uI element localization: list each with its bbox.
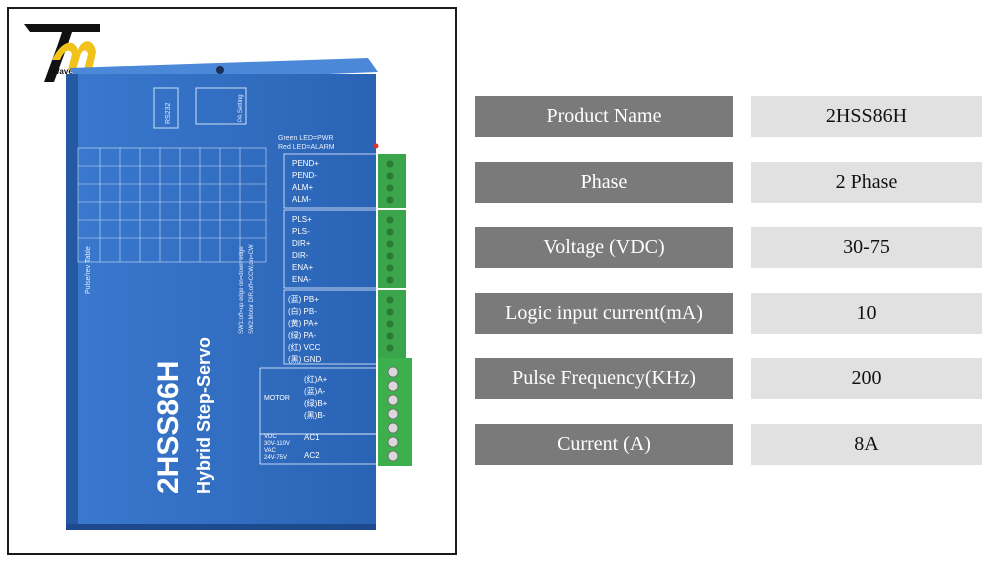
power-label-2: 30V-110V <box>264 441 290 447</box>
term-ena-plus: ENA+ <box>292 263 313 272</box>
term-pls-minus: PLS- <box>292 227 310 236</box>
term-gnd: (黑) GND <box>288 355 322 364</box>
term-vcc: (红) VCC <box>288 342 321 352</box>
spec-label: Logic input current(mA) <box>475 292 733 334</box>
term-b-plus: (绿)B+ <box>304 399 328 408</box>
spec-row-voltage: Voltage (VDC) 30-75 <box>475 227 984 268</box>
term-alm-minus: ALM- <box>292 195 311 204</box>
spec-value: 200 <box>751 358 982 399</box>
rs232-label: RS232 <box>165 102 172 124</box>
term-b-minus: (黑)B- <box>304 411 326 420</box>
spec-value: 2HSS86H <box>751 96 982 137</box>
pa-setting-label: PA Setting <box>238 94 244 122</box>
sw-note-1: SW1:off=up edge on=down edge <box>239 246 245 334</box>
term-a-plus: (红)A+ <box>304 374 328 384</box>
spec-label: Phase <box>475 161 733 203</box>
spec-value: 30-75 <box>751 227 982 268</box>
term-pend-minus: PEND- <box>292 171 317 180</box>
spec-row-current: Current (A) 8A <box>475 423 984 465</box>
power-label-1: VDC <box>264 434 277 440</box>
term-ena-minus: ENA- <box>292 275 311 284</box>
sw-note-2: SW2:Motor DIR,off=CCW,on=CW <box>249 244 255 334</box>
spec-label: Product Name <box>475 96 733 137</box>
spec-row-logic-current: Logic input current(mA) 10 <box>475 292 984 334</box>
spec-value: 8A <box>751 423 982 465</box>
spec-row-phase: Phase 2 Phase <box>475 161 984 203</box>
term-pb-plus: (蓝) PB+ <box>288 294 319 304</box>
term-a-minus: (蓝)A- <box>304 386 326 396</box>
spec-label: Voltage (VDC) <box>475 227 733 268</box>
term-dir-plus: DIR+ <box>292 239 311 248</box>
device-subtitle: Hybrid Step-Servo <box>194 337 214 494</box>
term-pa-plus: (黄) PA+ <box>288 318 319 328</box>
term-pend-plus: PEND+ <box>292 159 319 168</box>
spec-row-product-name: Product Name 2HSS86H <box>475 96 984 137</box>
term-dir-minus: DIR- <box>292 251 309 260</box>
led-note-2: Red LED=ALARM <box>278 144 335 151</box>
spec-value: 2 Phase <box>751 161 982 203</box>
term-ac1: AC1 <box>304 433 320 442</box>
power-label-4: 24V-75V <box>264 455 287 461</box>
model-name: 2HSS86H <box>152 361 185 494</box>
term-pa-minus: (绿) PA- <box>288 331 317 340</box>
spec-value: 10 <box>751 292 982 334</box>
term-pb-minus: (白) PB- <box>288 306 317 316</box>
spec-row-pulse-frequency: Pulse Frequency(KHz) 200 <box>475 358 984 399</box>
brand-logo <box>24 24 100 82</box>
term-pls-plus: PLS+ <box>292 215 312 224</box>
led-note-1: Green LED=PWR <box>278 135 333 142</box>
pulse-table-title: Pulse/rev Table <box>85 246 92 294</box>
stepper-driver-image: RS232 PA Setting Green LED=PWR Red LED=A… <box>66 58 412 530</box>
spec-label: Current (A) <box>475 423 733 465</box>
term-ac2: AC2 <box>304 451 320 460</box>
spec-label: Pulse Frequency(KHz) <box>475 358 733 399</box>
power-label-3: VAC <box>264 448 277 454</box>
spec-table: Product Name 2HSS86H Phase 2 Phase Volta… <box>475 96 984 489</box>
motor-label: MOTOR <box>264 395 290 402</box>
term-alm-plus: ALM+ <box>292 183 313 192</box>
